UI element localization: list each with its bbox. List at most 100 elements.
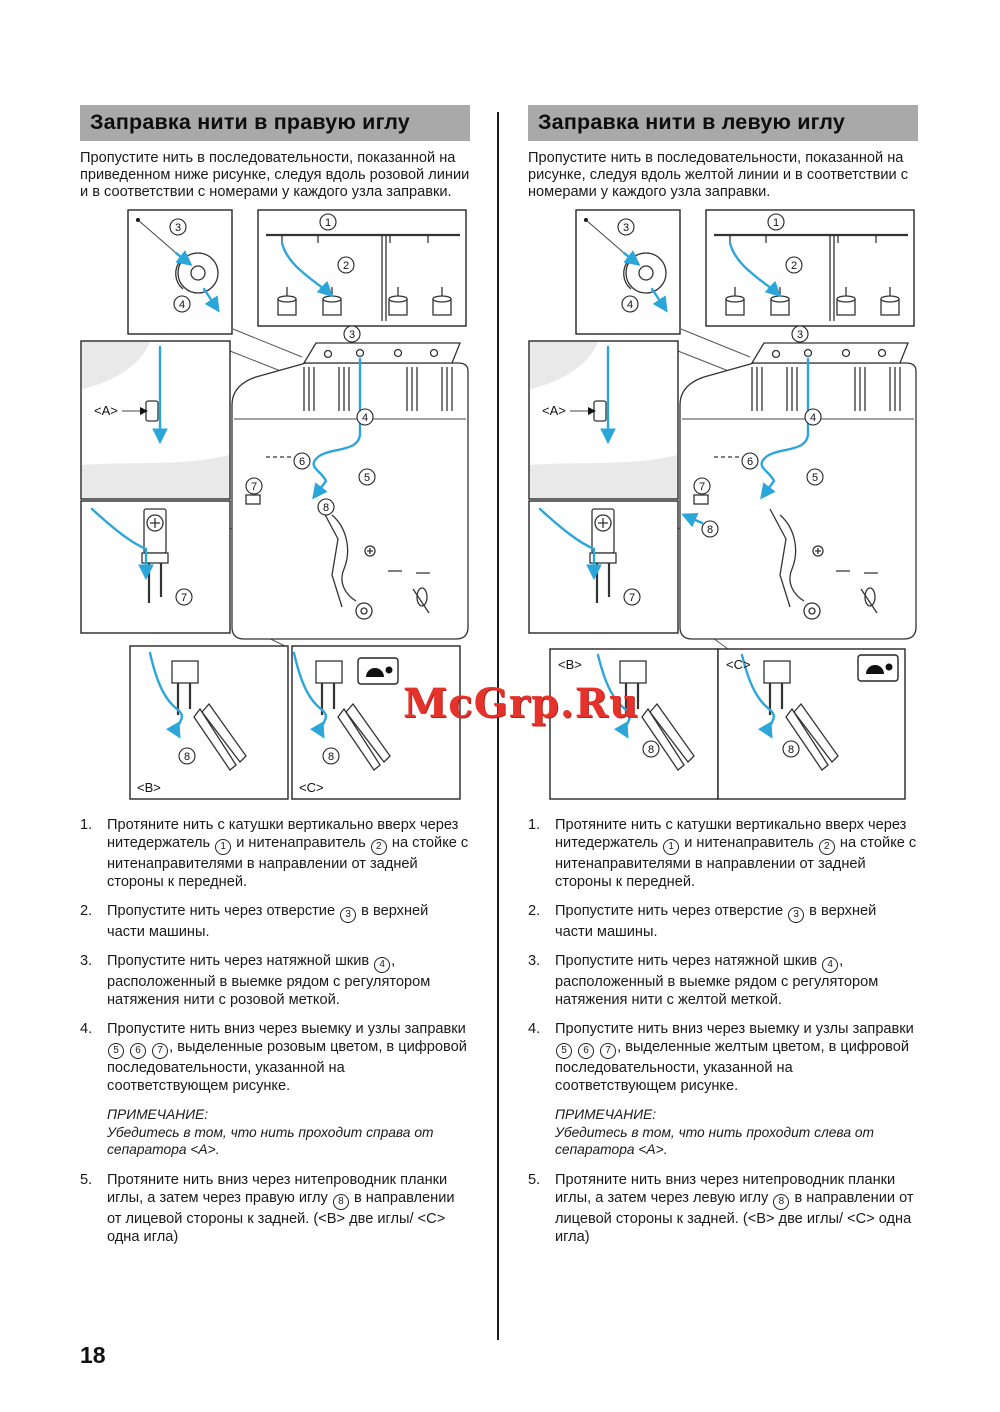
step-text: Пропустите нить через натяжной шкив 4, р… [555, 953, 879, 1008]
callout-4: 4 [621, 295, 639, 313]
instruction-step: 4. Пропустите нить вниз через выемку и у… [80, 1020, 470, 1095]
svg-text:3: 3 [349, 329, 355, 341]
callout-7: 7 [623, 588, 641, 606]
step-number: 1. [528, 817, 541, 833]
callout-8: 8 [322, 747, 340, 765]
callout-1: 1 [767, 213, 785, 231]
diagram-right-needle: <A> [80, 209, 470, 801]
svg-text:3: 3 [175, 222, 181, 234]
instruction-step: 1. Протяните нить с катушки вертикально … [528, 816, 918, 891]
section-right-needle: Заправка нити в правую иглу Пропустите н… [80, 105, 470, 1257]
svg-text:7: 7 [181, 592, 187, 604]
callout-8: 8 [642, 740, 660, 758]
step-text: Протяните нить с катушки вертикально вве… [107, 817, 469, 890]
section-intro: Пропустите нить в последовательности, по… [80, 150, 470, 200]
step-number: 5. [80, 1172, 93, 1188]
two-needle-panel [171, 660, 247, 771]
note-title: ПРИМЕЧАНИЕ: [555, 1107, 657, 1122]
callout-8: 8 [317, 498, 335, 516]
tension-dial-detail-box [127, 209, 233, 335]
callout-7: 7 [693, 477, 711, 495]
spools [277, 287, 452, 316]
threading-diagram: <A> [80, 209, 469, 800]
svg-text:7: 7 [699, 481, 705, 493]
callout-2: 2 [785, 256, 803, 274]
label-a: <A> [542, 403, 566, 418]
svg-text:7: 7 [251, 481, 257, 493]
step-text: Протяните нить вниз через нитепроводник … [107, 1172, 455, 1245]
callout-2: 2 [337, 256, 355, 274]
callouts: 3 4 1 2 3 4 6 5 7 8 7 8 8 [617, 213, 824, 758]
svg-text:6: 6 [747, 456, 753, 468]
instruction-step: 2. Пропустите нить через отверстие 3 в в… [528, 902, 918, 941]
callout-4: 4 [804, 408, 822, 426]
callout-4: 4 [356, 408, 374, 426]
svg-text:1: 1 [325, 217, 331, 229]
step-text: Пропустите нить вниз через выемку и узлы… [555, 1021, 914, 1094]
note-block: ПРИМЕЧАНИЕ: Убедитесь в том, что нить пр… [107, 1106, 470, 1158]
instructions: 1. Протяните нить с катушки вертикально … [528, 816, 918, 1246]
needle-bar-detail-box [528, 500, 679, 634]
svg-text:6: 6 [299, 456, 305, 468]
needle-threading-detail-box: <B> <C> [129, 645, 461, 800]
svg-text:8: 8 [184, 751, 190, 763]
step-text: Пропустите нить через отверстие 3 в верх… [107, 903, 429, 940]
page-number: 18 [80, 1342, 106, 1368]
separator-detail-box: <A> [80, 340, 231, 500]
callout-1: 1 [319, 213, 337, 231]
one-needle-panel [315, 660, 391, 771]
svg-text:8: 8 [707, 524, 713, 536]
note-block: ПРИМЕЧАНИЕ: Убедитесь в том, что нить пр… [555, 1106, 918, 1158]
diagram-left-needle: <A> [528, 209, 918, 801]
callout-3: 3 [169, 218, 187, 236]
separator-detail-box: <A> [528, 340, 679, 500]
step-text: Пропустите нить вниз через выемку и узлы… [107, 1021, 467, 1094]
svg-text:4: 4 [810, 412, 816, 424]
step-number: 1. [80, 817, 93, 833]
svg-text:1: 1 [773, 217, 779, 229]
instructions: 1. Протяните нить с катушки вертикально … [80, 816, 470, 1246]
label-b: <B> [137, 780, 161, 795]
callout-7: 7 [245, 477, 263, 495]
section-intro: Пропустите нить в последовательности, по… [528, 150, 909, 200]
svg-text:4: 4 [179, 299, 185, 311]
svg-text:4: 4 [627, 299, 633, 311]
needle-threading-detail-box: <B> <C> [549, 648, 906, 800]
presser-foot-assembly [769, 508, 878, 620]
note-text: Убедитесь в том, что нить проходит справ… [107, 1125, 434, 1157]
thread-stand-detail-box [257, 209, 467, 327]
svg-text:2: 2 [343, 260, 349, 272]
instruction-step: 3. Пропустите нить через натяжной шкив 4… [80, 952, 470, 1009]
step-number: 2. [80, 903, 93, 919]
step-number: 3. [80, 953, 93, 969]
callout-4: 4 [173, 295, 191, 313]
step-text: Пропустите нить через натяжной шкив 4, р… [107, 953, 431, 1008]
step-number: 2. [528, 903, 541, 919]
callout-5: 5 [358, 468, 376, 486]
callout-8: 8 [782, 740, 800, 758]
needle-count-icon [357, 657, 399, 685]
note-text: Убедитесь в том, что нить проходит слева… [555, 1125, 874, 1157]
instruction-step: 5. Протяните нить вниз через нитепроводн… [80, 1171, 470, 1246]
step-number: 3. [528, 953, 541, 969]
svg-text:5: 5 [364, 472, 370, 484]
presser-foot-assembly [321, 508, 430, 620]
step-text: Пропустите нить через отверстие 3 в верх… [555, 903, 877, 940]
callout-3: 3 [343, 325, 361, 343]
svg-text:4: 4 [362, 412, 368, 424]
instruction-step: 5. Протяните нить вниз через нитепроводн… [528, 1171, 918, 1246]
callout-7: 7 [175, 588, 193, 606]
needle-bar-detail-box [80, 500, 231, 634]
thread-stand-detail-box [705, 209, 915, 327]
tension-slots [303, 367, 453, 411]
svg-text:8: 8 [323, 502, 329, 514]
needle-count-icon [857, 654, 899, 682]
section-title: Заправка нити в правую иглу [80, 105, 470, 141]
step-number: 4. [80, 1021, 93, 1037]
callouts: 3 4 1 2 3 4 6 5 7 8 7 8 8 [169, 213, 376, 765]
callout-6: 6 [741, 452, 759, 470]
svg-text:3: 3 [797, 329, 803, 341]
label-c: <C> [299, 780, 324, 795]
callout-6: 6 [293, 452, 311, 470]
